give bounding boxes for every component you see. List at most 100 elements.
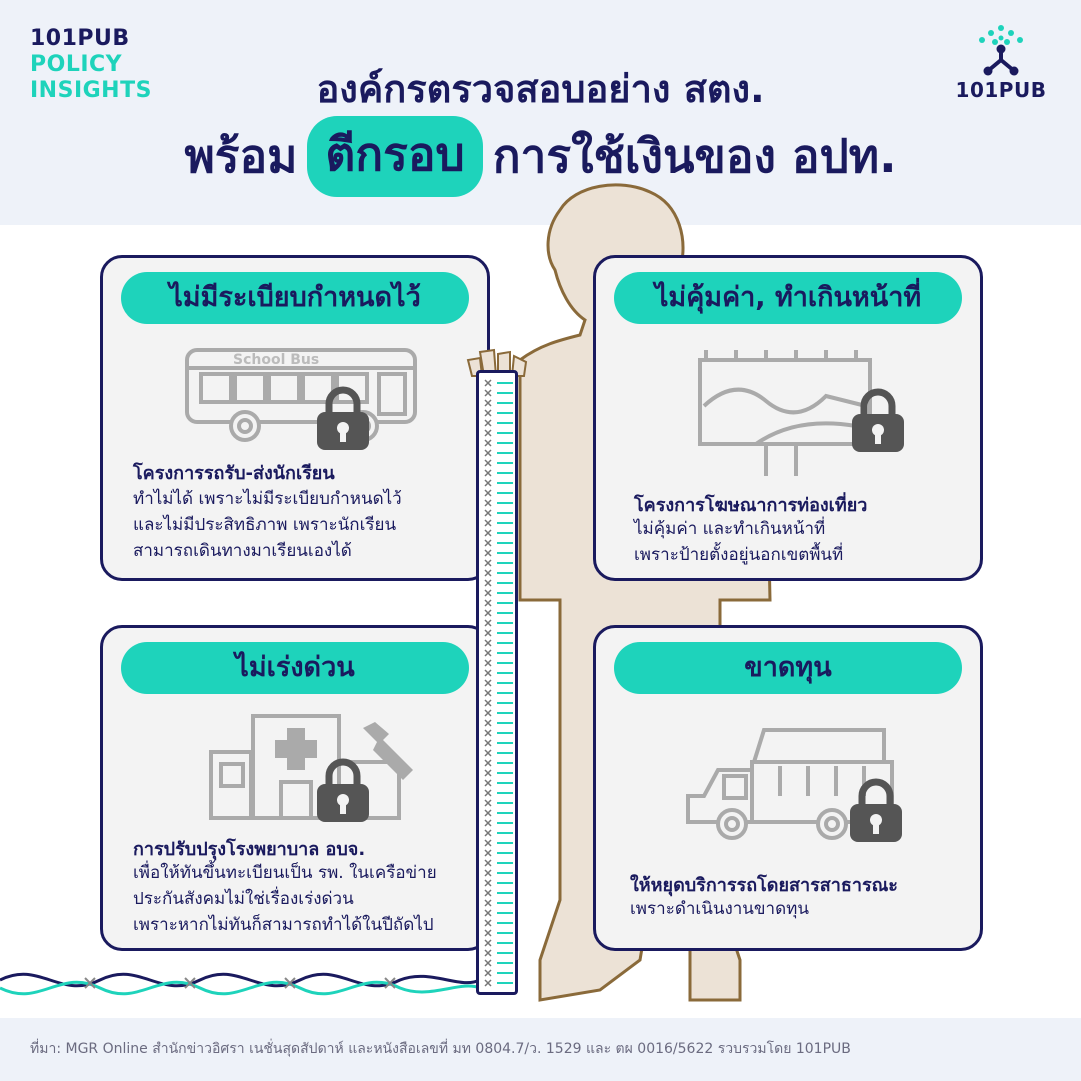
desc-line: สามารถเดินทางมาเรียนเองได้	[133, 541, 352, 561]
ruler-x-mark	[484, 799, 492, 807]
ruler-x-mark	[484, 729, 492, 737]
ruler-x-mark	[484, 879, 492, 887]
ruler-x-mark	[484, 479, 492, 487]
network-logo-icon	[979, 25, 1023, 76]
ruler-x-mark	[484, 669, 492, 677]
ruler-ticks	[484, 379, 513, 987]
card-heading: ไม่มีระเบียบกำหนดไว้	[121, 272, 469, 324]
brand-line-2: POLICY	[30, 52, 123, 77]
desc-line: เพราะดำเนินงานขาดทุน	[630, 899, 809, 919]
ruler-x-mark	[484, 939, 492, 947]
ruler-top-fringe	[466, 348, 528, 377]
school-bus-icon: School Bus	[185, 348, 417, 442]
desc-line: เพราะหากไม่ทันก็สามารถทำได้ในปีถัดไป	[133, 915, 434, 935]
ruler-x-mark	[484, 529, 492, 537]
songthaew-truck-icon	[686, 728, 894, 840]
ruler-x-mark	[484, 919, 492, 927]
desc-line: ทำไม่ได้ เพราะไม่มีระเบียบกำหนดไว้	[133, 489, 402, 509]
ruler-x-mark	[484, 549, 492, 557]
ruler-x-mark	[484, 609, 492, 617]
card-desc: เพื่อให้ทันขึ้นทะเบียนเป็น รพ. ในเครือข่…	[133, 860, 473, 938]
ruler-x-mark	[484, 789, 492, 797]
ruler-x-mark	[484, 429, 492, 437]
ruler-x-mark	[484, 899, 492, 907]
ruler-x-mark	[484, 639, 492, 647]
card-loss: ขาดทุน ให้หยุดบริการรถโดยสารสาธารณะ เพรา…	[593, 625, 983, 951]
tape-icon	[0, 972, 480, 996]
desc-line: เพื่อให้ทันขึ้นทะเบียนเป็น รพ. ในเครือข่…	[133, 863, 437, 883]
ruler-x-mark	[484, 689, 492, 697]
ruler-x-mark	[484, 869, 492, 877]
title-line-1: องค์กรตรวจสอบอย่าง สตง.	[316, 67, 765, 111]
brand-line-1: 101PUB	[30, 26, 130, 51]
card-not-urgent: ไม่เร่งด่วน การปรับปรุงโรงพยาบาล อบจ. เพ…	[100, 625, 490, 951]
desc-line: ไม่คุ้มค่า และทำเกินหน้าที่	[634, 519, 826, 539]
ruler-x-mark	[484, 389, 492, 397]
ruler-x-mark	[484, 839, 492, 847]
brand-right-word: 101PUB	[955, 78, 1047, 102]
card-project: การปรับปรุงโรงพยาบาล อบจ.	[133, 839, 366, 860]
ruler-x-mark	[484, 859, 492, 867]
footer-band: ที่มา: MGR Online สำนักข่าวอิศรา เนชั่นส…	[0, 1018, 1081, 1081]
ruler-x-mark	[484, 569, 492, 577]
ruler-x-mark	[484, 779, 492, 787]
ruler-x-mark	[484, 749, 492, 757]
ruler-x-mark	[484, 499, 492, 507]
ruler-icon	[476, 370, 518, 995]
card-project: ให้หยุดบริการรถโดยสารสาธารณะ	[630, 875, 898, 896]
ruler-x-mark	[484, 559, 492, 567]
card-project: โครงการโฆษณาการท่องเที่ยว	[634, 495, 868, 516]
ruler-x-mark	[484, 649, 492, 657]
ruler-x-mark	[484, 469, 492, 477]
brand-line-3: INSIGHTS	[30, 78, 152, 103]
card-project: โครงการรถรับ-ส่งนักเรียน	[133, 463, 335, 484]
billboard-icon	[698, 350, 872, 476]
card-no-regulation: ไม่มีระเบียบกำหนดไว้ School Bus โครงการร…	[100, 255, 490, 581]
ruler-x-mark	[484, 909, 492, 917]
ruler-x-mark	[484, 439, 492, 447]
title-part-a: พร้อม	[184, 129, 298, 183]
ruler-x-mark	[484, 719, 492, 727]
ruler-x-mark	[484, 949, 492, 957]
ruler-x-mark	[484, 419, 492, 427]
ruler-x-mark	[484, 759, 492, 767]
ruler-x-mark	[484, 379, 492, 387]
ruler-x-mark	[484, 829, 492, 837]
ruler-x-mark	[484, 519, 492, 527]
ruler-x-mark	[484, 659, 492, 667]
ruler-x-mark	[484, 679, 492, 687]
ruler-x-mark	[484, 409, 492, 417]
card-heading: ไม่เร่งด่วน	[121, 642, 469, 694]
ruler-x-mark	[484, 889, 492, 897]
source-note: ที่มา: MGR Online สำนักข่าวอิศรา เนชั่นส…	[30, 1041, 851, 1057]
title-part-b: การใช้เงินของ อปท.	[492, 129, 897, 183]
card-not-worth: ไม่คุ้มค่า, ทำเกินหน้าที่ โครงการโฆษณากา…	[593, 255, 983, 581]
lock-icon	[850, 778, 902, 842]
desc-line: เพราะป้ายตั้งอยู่นอกเขตพื้นที่	[634, 545, 844, 565]
ruler-x-mark	[484, 579, 492, 587]
ruler-x-mark	[484, 709, 492, 717]
card-heading: ขาดทุน	[614, 642, 962, 694]
ruler-x-mark	[484, 739, 492, 747]
brand-left-logo: 101PUB POLICY INSIGHTS	[30, 26, 152, 104]
ruler-x-mark	[484, 629, 492, 637]
desc-line: และไม่มีประสิทธิภาพ เพราะนักเรียน	[133, 515, 397, 535]
ruler-x-mark	[484, 809, 492, 817]
ruler-x-mark	[484, 449, 492, 457]
ruler-x-mark	[484, 769, 492, 777]
bus-label: School Bus	[233, 352, 319, 368]
card-desc: ไม่คุ้มค่า และทำเกินหน้าที่ เพราะป้ายตั้…	[634, 516, 966, 568]
brand-right-logo: 101PUB	[951, 24, 1051, 102]
card-desc: เพราะดำเนินงานขาดทุน	[630, 896, 966, 922]
ruler-x-mark	[484, 959, 492, 967]
title-line-2: พร้อม ตีกรอบ การใช้เงินของ อปท.	[0, 116, 1081, 197]
ruler-x-mark	[484, 979, 492, 987]
ruler-x-mark	[484, 459, 492, 467]
title-highlight: ตีกรอบ	[307, 116, 483, 197]
ruler-x-mark	[484, 929, 492, 937]
lock-icon	[852, 388, 904, 452]
ruler-x-mark	[484, 969, 492, 977]
ruler-x-mark	[484, 619, 492, 627]
ruler-x-mark	[484, 599, 492, 607]
ruler-x-mark	[484, 539, 492, 547]
